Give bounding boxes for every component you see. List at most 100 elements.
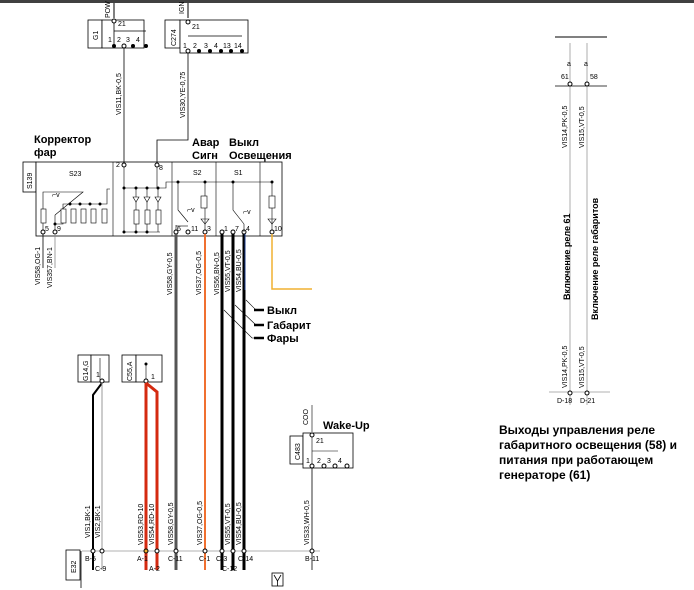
c274-pin-3: 3: [204, 43, 208, 50]
s1-title-line2: Освещения: [229, 150, 292, 162]
label-parking: Габарит: [267, 320, 312, 332]
s1-switch-symbol: ⌐v: [243, 209, 251, 216]
wire-label-r58-bot: VIS15,VT-0,5: [579, 346, 586, 388]
wire-label-r58-top: VIS15,VT-0,5: [579, 106, 586, 148]
c483-pin-3: 3: [327, 458, 331, 465]
wire-label-a2: VIS54,RD-10: [149, 504, 156, 545]
g1-pin-1: 1: [108, 37, 112, 44]
wire-label-s1-4: VIS54,BU-0,5: [236, 249, 243, 292]
s23-label: S23: [69, 171, 82, 178]
relay-pin-58: 58: [590, 74, 598, 81]
c274-out-wire: [156, 53, 189, 165]
wire-label-s2-3: VIS37,OG-0,5: [196, 251, 203, 295]
svg-text:a: a: [584, 61, 588, 68]
wire-label-b11: VIS33,WH-0,5: [304, 500, 311, 545]
wire-label-c274: VIS30,YE-0,75: [180, 72, 187, 118]
g1-pin-21: 21: [118, 21, 126, 28]
g1-label: G1: [93, 31, 100, 40]
label-headlights: Фары: [267, 333, 299, 345]
wire-label-c3: VIS55,VT-0,5: [225, 503, 232, 545]
connector-c483: C483 21 1 2 3 4: [289, 432, 354, 469]
c274-pin-14: 14: [234, 43, 242, 50]
s2-label: S2: [193, 170, 202, 177]
c274-pin-2: 2: [193, 43, 197, 50]
c274-pin-1: 1: [183, 43, 187, 50]
e32-pin-c11: C-11: [168, 556, 183, 563]
s1-title-line1: Выкл: [229, 137, 259, 149]
wire-label-c1: VIS37,OG-0,5: [197, 501, 204, 545]
g14-label: G14,G: [83, 360, 90, 381]
s23-pin-5: 5: [45, 226, 49, 233]
wire-bk-b5: [92, 382, 103, 570]
ground-icon: [271, 572, 284, 587]
wire-label-s1-1: VIS56,BN-0,5: [214, 252, 221, 295]
wire-label-g1: VIS11,BK-0,5: [116, 73, 123, 115]
s23-title-line2: фар: [34, 147, 57, 159]
e32-pin-b5: B-5: [85, 556, 96, 563]
e32-pin-c12: C-12: [222, 566, 237, 573]
e32-pin-c9: C-9: [95, 566, 106, 573]
wire-label-r61-bot: VIS14,PK-0,5: [562, 345, 569, 388]
e32-pin-a2: A-2: [149, 566, 160, 573]
connector-g14: G14,G 1: [77, 354, 110, 384]
s2-title-line1: Авар: [192, 137, 220, 149]
c55-pin-1: 1: [151, 374, 155, 381]
c274-pin-4: 4: [214, 43, 218, 50]
e32-pin-b11: B-11: [305, 556, 319, 563]
c274-pin-13: 13: [223, 43, 231, 50]
wire-label-c14: VIS54,BU-0,5: [236, 502, 243, 545]
wire-label-a1: VIS53,RD-10: [138, 504, 145, 545]
s2-pin-6: 6: [177, 226, 181, 233]
connector-c274: C274 21 1 2 3 4 13 14: [164, 19, 249, 54]
relay-pin-61: 61: [561, 74, 569, 81]
c274-pin-21: 21: [192, 24, 200, 31]
pot-symbol: ⌐v: [52, 192, 60, 199]
wire-label-s23-5: VIS58,OG-1: [35, 247, 42, 285]
top-border: [0, 0, 694, 3]
led-pin-8: 8: [159, 165, 163, 172]
s2-pin-11: 11: [191, 226, 198, 233]
wire-illum: [271, 234, 312, 290]
c274-label: C274: [171, 29, 178, 46]
s1-label: S1: [234, 170, 243, 177]
ign-label: IGN: [179, 2, 186, 14]
s139-label: S139: [27, 173, 34, 189]
connector-e32: E32 B-5 C-9 A-1 A-2 C-11 C-1 C-3 C-12 C-…: [65, 548, 320, 588]
label-wakeup: Wake-Up: [323, 420, 370, 432]
label-relay58: Включение реле габаритов: [590, 197, 600, 320]
module-s139: S139 S23 ⌐v 5 9 2 8: [22, 161, 283, 237]
c483-pin-1: 1: [306, 458, 310, 465]
c483-pin-4: 4: [338, 458, 342, 465]
relay-outputs-note: Выходы управления реле габаритного освещ…: [499, 423, 677, 482]
g14-pin-1: 1: [96, 372, 100, 379]
e32-pin-c14: C-14: [238, 556, 253, 563]
s1-pin-1: 1: [224, 226, 228, 233]
relay-pin-d21: D-21: [580, 398, 595, 405]
e32-pin-c1: C-1: [199, 556, 210, 563]
s2-pin-3: 3: [207, 226, 211, 233]
svg-text:a: a: [567, 61, 571, 68]
c483-pin-2: 2: [317, 458, 321, 465]
coo-label: COO: [303, 409, 310, 426]
wire-rd-a2: [145, 381, 159, 570]
wire-label-r61-top: VIS14,PK-0,5: [562, 105, 569, 148]
s1-pin-7: 7: [235, 226, 239, 233]
ill-pin-10: 10: [274, 226, 282, 233]
s23-pin-9: 9: [57, 226, 61, 233]
label-off: Выкл: [267, 305, 297, 317]
relay-outputs: a a 61 58 VIS14,PK-0,5 VIS15,VT-0,5 Вклю…: [549, 36, 610, 405]
s2-switch-symbol: ⌐v: [187, 207, 195, 214]
s2-title-line2: Сигн: [192, 150, 218, 162]
connector-g1: G1 21 1 2 3 4: [87, 18, 148, 49]
pow-label: POW: [105, 1, 112, 18]
s1-pin-4: 4: [246, 226, 250, 233]
s23-title-line1: Корректор: [34, 134, 91, 146]
c55-label: C55,A: [127, 361, 134, 381]
wire-label-c9: VIS2,BK-1: [95, 505, 102, 538]
wire-label-s1-7: VIS55,VT-0,5: [225, 250, 232, 292]
e32-label: E32: [71, 560, 78, 573]
connector-c55: C55,A 1: [121, 354, 163, 384]
c483-pin-21: 21: [316, 438, 324, 445]
e32-pin-a1: A-1: [137, 556, 148, 563]
